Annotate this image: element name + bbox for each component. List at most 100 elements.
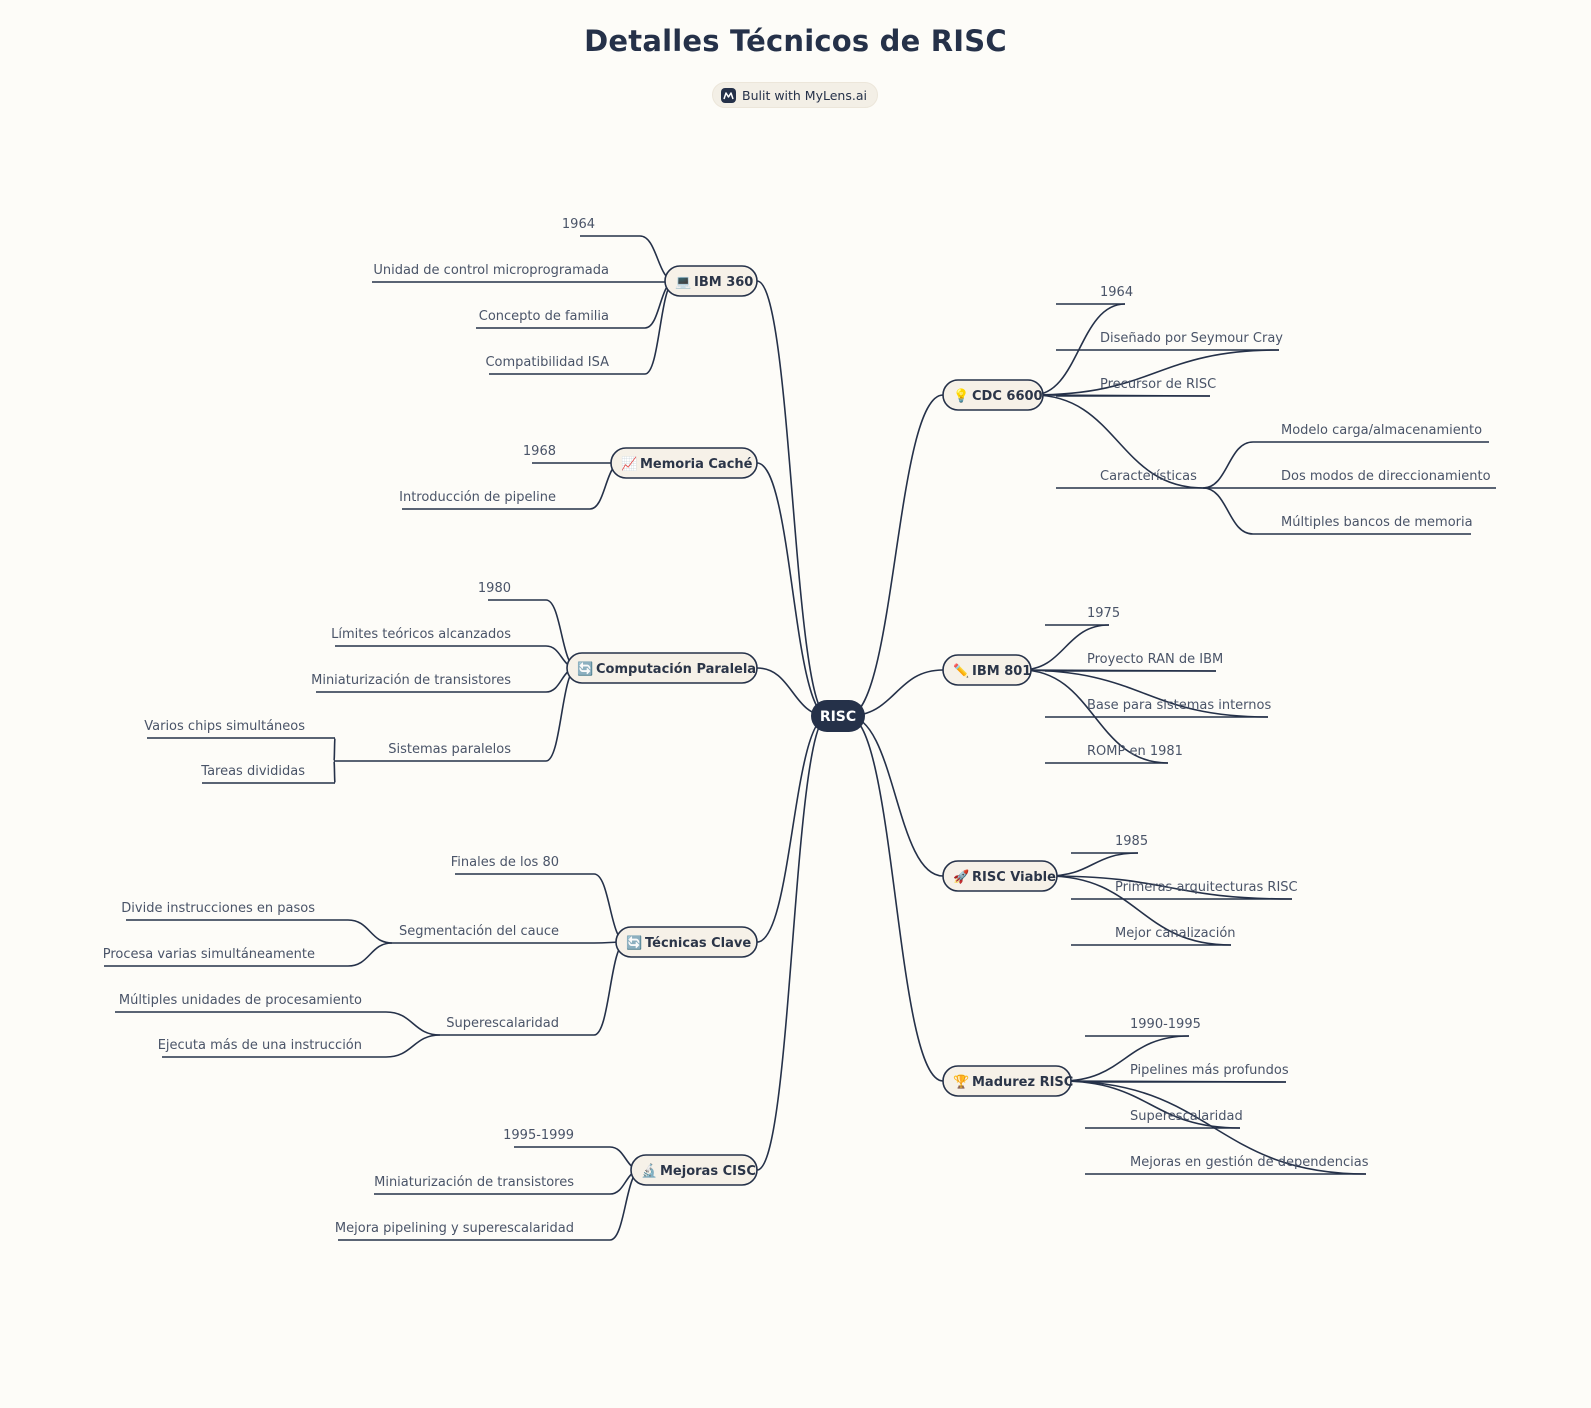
leaf-mejoras-en-gestion-de-dependencias[interactable]: Mejoras en gestión de dependencias [1130,1155,1369,1170]
leaf-miniaturizacion-de-transistores[interactable]: Miniaturización de transistores [311,673,511,688]
connector-line [756,715,829,1171]
topic-computacion-paralela[interactable]: 🔄Computación Paralela [566,652,758,684]
mylens-badge[interactable]: Bulit with MyLens.ai [712,82,878,108]
leaf-divide-instrucciones-en-pasos[interactable]: Divide instrucciones en pasos [121,901,315,916]
topic-pill[interactable] [630,1154,758,1186]
leaf-proyecto-ran-de-ibm[interactable]: Proyecto RAN de IBM [1087,652,1223,667]
leaf-1995-1999[interactable]: 1995-1999 [503,1128,574,1143]
topic-risc-viable[interactable]: 🚀RISC Viable [942,860,1058,892]
leaf-multiples-unidades-de-procesamiento[interactable]: Múltiples unidades de procesamiento [119,993,362,1008]
topic-ibm-801[interactable]: ✏️IBM 801 [942,654,1032,686]
topic-pill[interactable] [942,654,1032,686]
topic-tecnicas-clave[interactable]: 🔄Técnicas Clave [615,926,758,958]
topic-pill[interactable] [664,265,758,297]
leaf-limites-teoricos-alcanzados[interactable]: Límites teóricos alcanzados [331,627,511,642]
topic-pill[interactable] [615,926,758,958]
connector-line [1020,669,1169,764]
leaf-tareas-divididas[interactable]: Tareas divididas [200,764,305,779]
microscope-icon: 🔬 [641,1162,657,1179]
connector-line [847,715,944,877]
mylens-logo-icon [721,87,736,103]
connector-line [847,394,944,717]
connector-line [333,737,336,762]
leaf-1968[interactable]: 1968 [523,444,556,459]
leaf-mejor-canalizacion[interactable]: Mejor canalización [1115,926,1236,941]
leaf-multiples-bancos-de-memoria[interactable]: Múltiples bancos de memoria [1281,515,1473,530]
topic-memoria-cache[interactable]: 📈Memoria Caché [610,447,758,479]
leaf-introduccion-de-pipeline[interactable]: Introducción de pipeline [399,490,556,505]
connector-line [1046,875,1293,900]
topic-pill[interactable] [942,1065,1072,1097]
connector-line [1060,1035,1190,1082]
topic-madurez-risc[interactable]: 🏆Madurez RISC [942,1065,1073,1097]
topic-label: Computación Paralela [596,662,756,677]
connector-line [847,715,944,1082]
leaf-1975[interactable]: 1975 [1087,606,1120,621]
connector-line [545,667,578,762]
leaf-segmentacion-del-cauce[interactable]: Segmentación del cauce [399,924,559,939]
topic-label: IBM 360 [694,275,753,290]
leaf-modelo-carga-almacenamiento[interactable]: Modelo carga/almacenamiento [1281,423,1482,438]
leaf-superescalaridad[interactable]: Superescalaridad [446,1016,559,1031]
root-pill[interactable] [811,700,865,732]
connector-line [347,919,393,944]
leaf-1990-1995[interactable]: 1990-1995 [1130,1017,1201,1032]
leaf-1985[interactable]: 1985 [1115,834,1148,849]
cycle-icon: 🔄 [577,661,593,677]
leaf-romp-en-1981[interactable]: ROMP en 1981 [1087,744,1183,759]
leaf-finales-de-los-80[interactable]: Finales de los 80 [451,855,559,870]
leaf-sistemas-paralelos[interactable]: Sistemas paralelos [388,742,511,757]
topic-label: CDC 6600 [972,389,1043,404]
leaf-miniaturizacion-de-transistores[interactable]: Miniaturización de transistores [374,1175,574,1190]
leaf-dos-modos-de-direccionamiento[interactable]: Dos modos de direccionamiento [1281,469,1491,484]
cycle-icon: 🔄 [626,935,642,951]
connector-line [1046,875,1232,946]
chart-icon: 📈 [621,456,637,472]
topic-pill[interactable] [942,379,1044,411]
root-label: RISC [820,709,856,725]
leaf-disenado-por-seymour-cray[interactable]: Diseñado por Seymour Cray [1100,331,1283,346]
lightbulb-icon: 💡 [953,388,969,404]
page-title: Detalles Técnicos de RISC [584,24,1007,58]
topic-pill[interactable] [942,860,1058,892]
leaf-superescalaridad[interactable]: Superescalaridad [1130,1109,1243,1124]
topic-label: Madurez RISC [972,1075,1073,1090]
topic-ibm-360[interactable]: 💻IBM 360 [664,265,758,297]
leaf-mejora-pipelining-y-superescalaridad[interactable]: Mejora pipelining y superescalaridad [335,1221,574,1236]
leaf-concepto-de-familia[interactable]: Concepto de familia [479,309,609,324]
leaf-precursor-de-risc[interactable]: Precursor de RISC [1100,377,1216,392]
connector-line [1202,441,1254,489]
leaf-varios-chips-simultaneos[interactable]: Varios chips simultáneos [144,719,305,734]
leaf-unidad-de-control-microprogramada[interactable]: Unidad de control microprogramada [373,263,609,278]
pencil-icon: ✏️ [953,662,969,679]
root-node[interactable]: RISC [811,700,865,732]
leaf-caracteristicas[interactable]: Características [1100,469,1197,484]
connector-line [756,280,829,717]
leaf-1964[interactable]: 1964 [1100,285,1133,300]
topic-label: IBM 801 [972,664,1031,679]
leaf-1980[interactable]: 1980 [478,581,511,596]
topic-mejoras-cisc[interactable]: 🔬Mejoras CISC [630,1154,758,1186]
topic-pill[interactable] [566,652,758,684]
leaf-compatibilidad-isa[interactable]: Compatibilidad ISA [485,355,609,370]
topic-cdc-6600[interactable]: 💡CDC 6600 [942,379,1044,411]
connector-line [1032,394,1204,489]
connector-line [1202,487,1254,535]
connector-line [333,760,336,784]
leaf-base-para-sistemas-internos[interactable]: Base para sistemas internos [1087,698,1271,713]
leaf-1964[interactable]: 1964 [562,217,595,232]
badge-label: Bulit with MyLens.ai [742,87,867,103]
topic-pill[interactable] [610,447,758,479]
leaf-pipelines-mas-profundos[interactable]: Pipelines más profundos [1130,1063,1289,1078]
connector-line [1032,349,1280,396]
connector-line [1020,624,1110,671]
computer-icon: 💻 [675,275,691,290]
leaf-primeras-arquitecturas-risc[interactable]: Primeras arquitecturas RISC [1115,880,1298,895]
topic-label: Técnicas Clave [645,936,751,951]
connector-line [1060,1080,1367,1175]
connector-line [1046,852,1139,877]
leaf-ejecuta-mas-de-una-instruccion[interactable]: Ejecuta más de una instrucción [158,1038,362,1053]
connector-line [756,715,829,943]
leaf-procesa-varias-simultaneamente[interactable]: Procesa varias simultáneamente [103,947,315,962]
